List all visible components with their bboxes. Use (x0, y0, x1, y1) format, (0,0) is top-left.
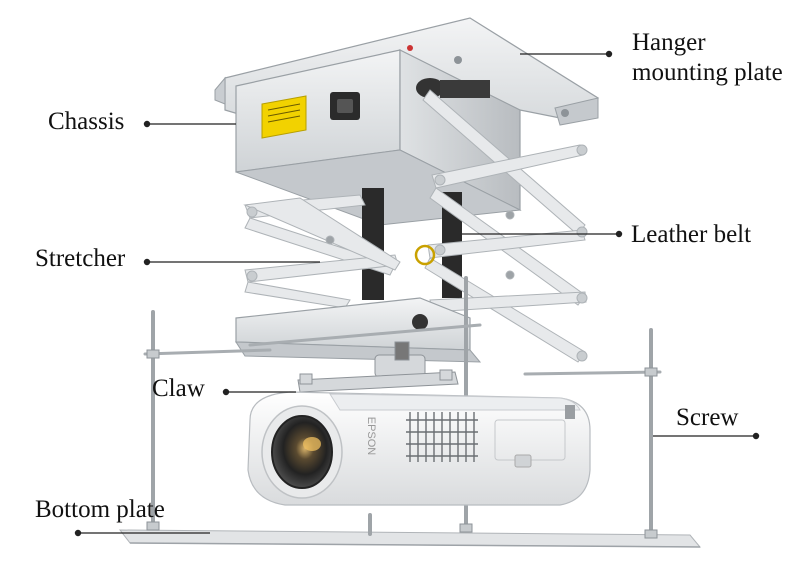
label-leather-belt: Leather belt (631, 221, 752, 248)
lower-platform (235, 297, 482, 363)
leader-claw (222, 388, 296, 396)
screw-crossbars (143, 323, 662, 376)
leader-chassis (143, 120, 236, 128)
leader-stretcher (143, 258, 320, 266)
leader-hanger (520, 50, 613, 58)
projector-brand-text: EPSON (365, 417, 377, 456)
leader-bottom-plate (74, 529, 210, 537)
label-hanger-line1: Hanger (632, 29, 706, 56)
leader-lines (74, 50, 760, 537)
label-claw: Claw (152, 375, 205, 402)
label-hanger-mounting-plate: Hanger mounting plate (632, 28, 783, 88)
screw-nuts (146, 349, 658, 539)
leader-screw (653, 432, 760, 440)
label-stretcher: Stretcher (35, 245, 126, 272)
label-hanger-line2: mounting plate (632, 59, 783, 86)
scissor-stretcher-left (243, 194, 401, 309)
label-chassis: Chassis (48, 108, 125, 135)
projector (247, 391, 591, 506)
leader-leather-belt (462, 230, 623, 238)
label-bottom-plate: Bottom plate (35, 496, 165, 523)
bottom-plate (118, 529, 702, 548)
claw-mount (297, 341, 459, 393)
label-screw: Screw (676, 404, 739, 431)
